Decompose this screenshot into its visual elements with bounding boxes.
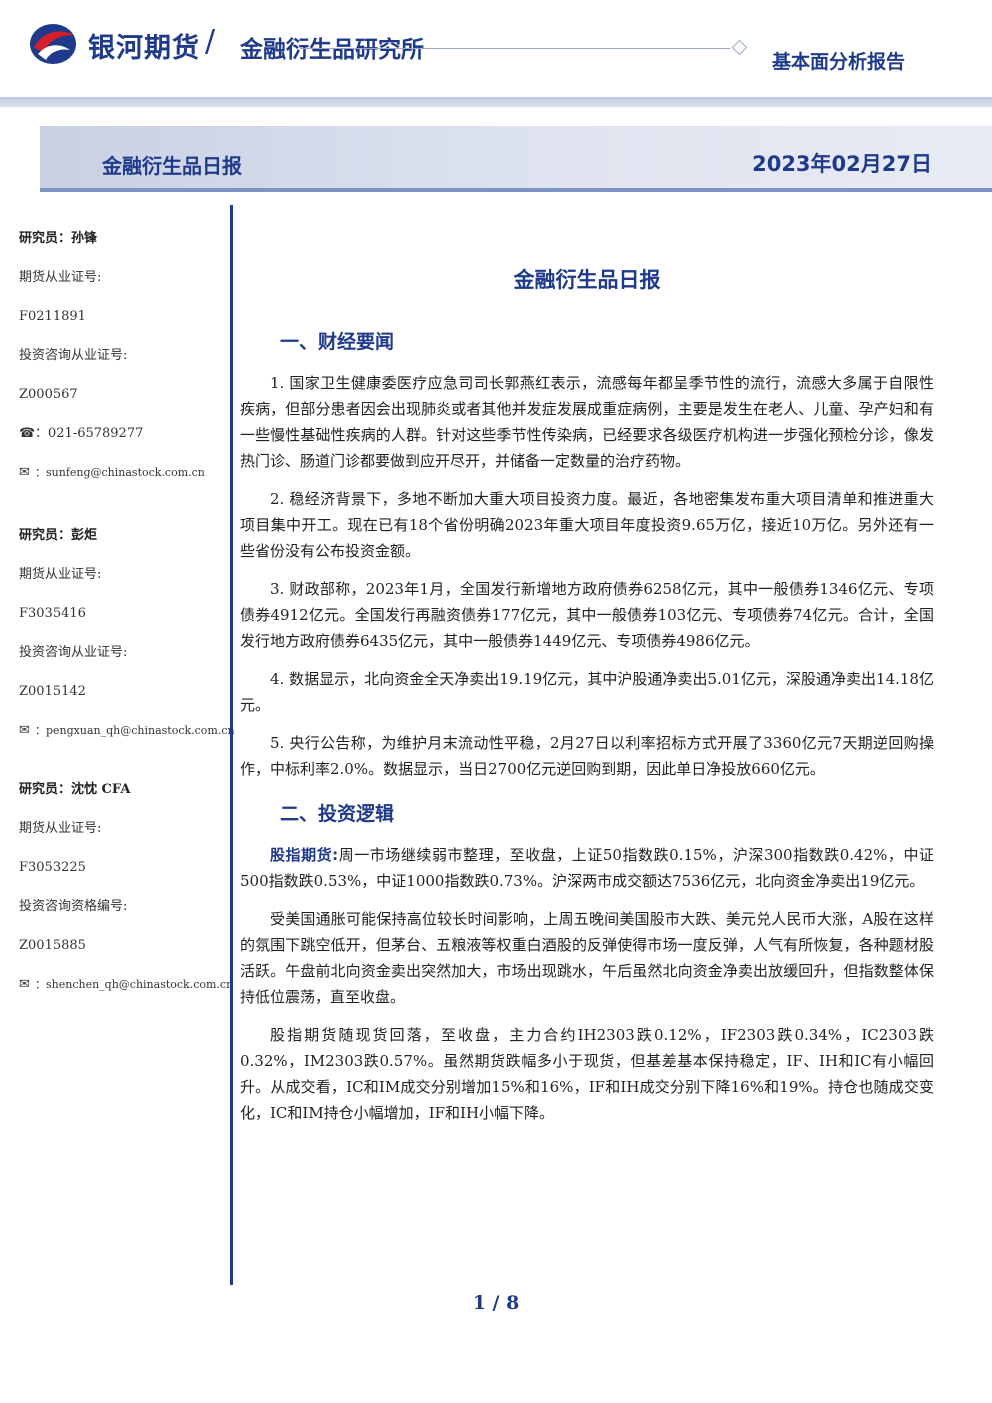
futures-id: F3053225 <box>19 860 86 875</box>
email-line[interactable]: ✉ ：pengxuan_qh@chinastock.com.cn <box>19 718 235 757</box>
futures-id: F0211891 <box>19 309 86 324</box>
email-address[interactable]: ：pengxuan_qh@chinastock.com.cn <box>35 724 235 737</box>
email-icon: ✉ <box>19 465 30 480</box>
header-rule <box>300 48 730 49</box>
consult-label: 投资咨询资格编号: <box>19 899 128 914</box>
consult-label: 投资咨询从业证号: <box>19 645 128 660</box>
report-type: 基本面分析报告 <box>772 51 906 73</box>
analyst-name: 研究员：彭炬 <box>19 528 98 543</box>
diamond-icon <box>731 39 748 56</box>
brand-subtitle: 金融衍生品研究所 <box>240 37 424 63</box>
yinhe-logo-icon <box>30 24 76 64</box>
brand-name: 银河期货 <box>88 33 200 64</box>
email-address[interactable]: ：sunfeng@chinastock.com.cn <box>35 466 205 479</box>
consult-id: Z0015142 <box>19 684 86 699</box>
email-line[interactable]: ✉ ：sunfeng@chinastock.com.cn <box>19 460 229 499</box>
consult-label: 投资咨询从业证号: <box>19 348 128 363</box>
news-paragraph: 4. 数据显示，北向资金全天净卖出19.19亿元，其中沪股通净卖出5.01亿元，… <box>240 670 934 714</box>
title-banner: 金融衍生品日报 2023年02月27日 <box>40 126 992 192</box>
header-band <box>0 97 992 107</box>
email-address[interactable]: ：shenchen_qh@chinastock.com.cn <box>35 978 234 991</box>
lead-text: 周一市场继续弱市整理，至收盘，上证50指数跌0.15%，沪深300指数跌0.42… <box>240 846 935 890</box>
news-paragraph: 1. 国家卫生健康委医疗应急司司长郭燕红表示，流感每年都呈季节性的流行，流感大多… <box>240 374 934 470</box>
analyst-name: 研究员：孙锋 <box>19 231 98 246</box>
section-heading: 二、投资逻辑 <box>280 803 395 825</box>
section-heading: 一、财经要闻 <box>280 331 395 353</box>
banner-title: 金融衍生品日报 <box>102 154 242 178</box>
futures-label: 期货从业证号: <box>19 821 102 836</box>
consult-id: Z000567 <box>19 387 78 402</box>
page-number: 1 / 8 <box>472 1292 520 1314</box>
analyst-card: 研究员：孙锋 期货从业证号: F0211891 投资咨询从业证号: Z00056… <box>19 226 229 499</box>
analyst-name: 研究员：沈忱 CFA <box>19 782 131 797</box>
logic-paragraph: 受美国通胀可能保持高位较长时间影响，上周五晚间美国股市大跌、美元兑人民币大涨，A… <box>240 910 934 1006</box>
news-paragraph: 2. 稳经济背景下，多地不断加大重大项目投资力度。最近，各地密集发布重大项目清单… <box>240 490 934 560</box>
email-icon: ✉ <box>19 977 30 992</box>
brand-divider: / <box>205 24 216 59</box>
analyst-card: 研究员：彭炬 期货从业证号: F3035416 投资咨询从业证号: Z00151… <box>19 523 235 757</box>
report-date: 2023年02月27日 <box>752 152 932 176</box>
email-icon: ✉ <box>19 723 30 738</box>
page-header: 银河期货 / 金融衍生品研究所 基本面分析报告 <box>0 0 992 112</box>
phone-number: ：021-65789277 <box>35 426 144 441</box>
consult-id: Z0015885 <box>19 938 86 953</box>
analyst-sidebar: 研究员：孙锋 期货从业证号: F0211891 投资咨询从业证号: Z00056… <box>19 226 235 1011</box>
futures-label: 期货从业证号: <box>19 567 102 582</box>
report-body: 金融衍生品日报 一、财经要闻 1. 国家卫生健康委医疗应急司司长郭燕红表示，流感… <box>240 262 934 1138</box>
document-title: 金融衍生品日报 <box>513 268 661 292</box>
analyst-card: 研究员：沈忱 CFA 期货从业证号: F3053225 投资咨询资格编号: Z0… <box>19 777 233 1011</box>
phone-icon: ☎ <box>19 426 36 441</box>
lead-label: 股指期货: <box>270 846 339 864</box>
news-paragraph: 3. 财政部称，2023年1月，全国发行新增地方政府债券6258亿元，其中一般债… <box>240 580 934 650</box>
phone-line: ☎：021-65789277 <box>19 421 229 460</box>
logic-paragraph: 股指期货:周一市场继续弱市整理，至收盘，上证50指数跌0.15%，沪深300指数… <box>240 842 934 894</box>
sidebar-divider <box>230 205 233 1285</box>
logic-paragraph: 股指期货随现货回落，至收盘，主力合约IH2303跌0.12%，IF2303跌0.… <box>240 1026 934 1122</box>
news-paragraph: 5. 央行公告称，为维护月末流动性平稳，2月27日以利率招标方式开展了3360亿… <box>240 734 934 778</box>
email-line[interactable]: ✉ ：shenchen_qh@chinastock.com.cn <box>19 972 233 1011</box>
futures-label: 期货从业证号: <box>19 270 102 285</box>
futures-id: F3035416 <box>19 606 86 621</box>
